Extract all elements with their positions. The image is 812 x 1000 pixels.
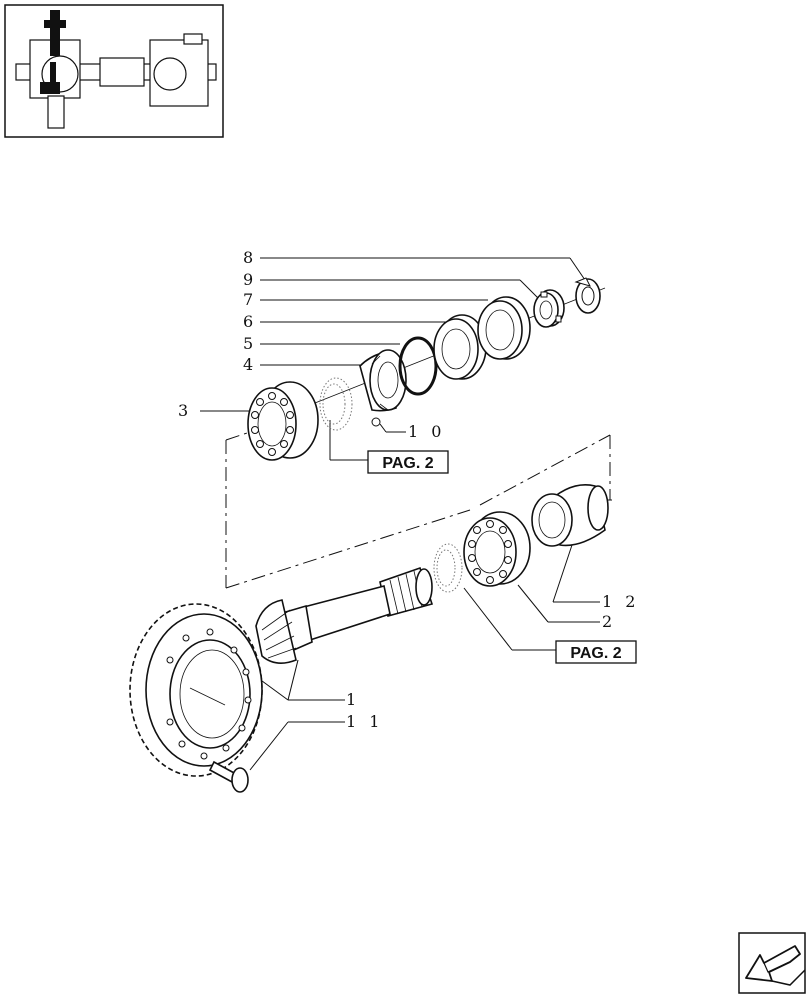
shim-lower [433, 543, 463, 593]
shim-upper [319, 377, 353, 431]
page-ref-lower[interactable]: PAG. 2 [555, 640, 637, 664]
callout-5: 5 [243, 334, 257, 353]
callout-6: 6 [243, 312, 257, 331]
callout-12: 1 2 [602, 592, 639, 611]
spacer-4[interactable] [359, 349, 407, 412]
bearing-2[interactable] [463, 511, 531, 587]
callout-11: 1 1 [346, 712, 383, 731]
pinion-shaft-1[interactable] [255, 566, 434, 664]
ring-nut-9[interactable] [533, 289, 565, 328]
callout-7: 7 [243, 290, 257, 309]
bearing-cup-7[interactable] [477, 296, 531, 360]
crown-wheel[interactable] [129, 603, 263, 777]
callout-2: 2 [602, 612, 616, 631]
axle-assembly-thumbnail[interactable] [4, 4, 224, 138]
page-ref-upper[interactable]: PAG. 2 [367, 450, 449, 474]
callout-10: 1 0 [408, 422, 445, 441]
callout-1: 1 [346, 690, 360, 709]
lock-washer-8[interactable] [574, 277, 601, 314]
ball-10[interactable] [371, 417, 381, 427]
callout-labels: 8 9 7 6 5 4 3 1 0 1 2 2 1 1 1 [178, 248, 639, 731]
sleeve-12[interactable] [531, 484, 609, 547]
callout-8: 8 [243, 248, 257, 267]
callout-4: 4 [243, 355, 257, 374]
bearing-3[interactable] [247, 381, 319, 461]
back-arrow-icon[interactable] [738, 932, 806, 994]
svg-text:PAG. 2: PAG. 2 [570, 645, 621, 662]
callout-3: 3 [178, 401, 192, 420]
callout-9: 9 [243, 270, 257, 289]
leader-lines [200, 257, 600, 771]
bolt-11[interactable] [208, 760, 249, 793]
o-ring-5[interactable] [398, 336, 438, 396]
svg-text:PAG. 2: PAG. 2 [382, 455, 433, 472]
alignment-lines [225, 431, 612, 589]
